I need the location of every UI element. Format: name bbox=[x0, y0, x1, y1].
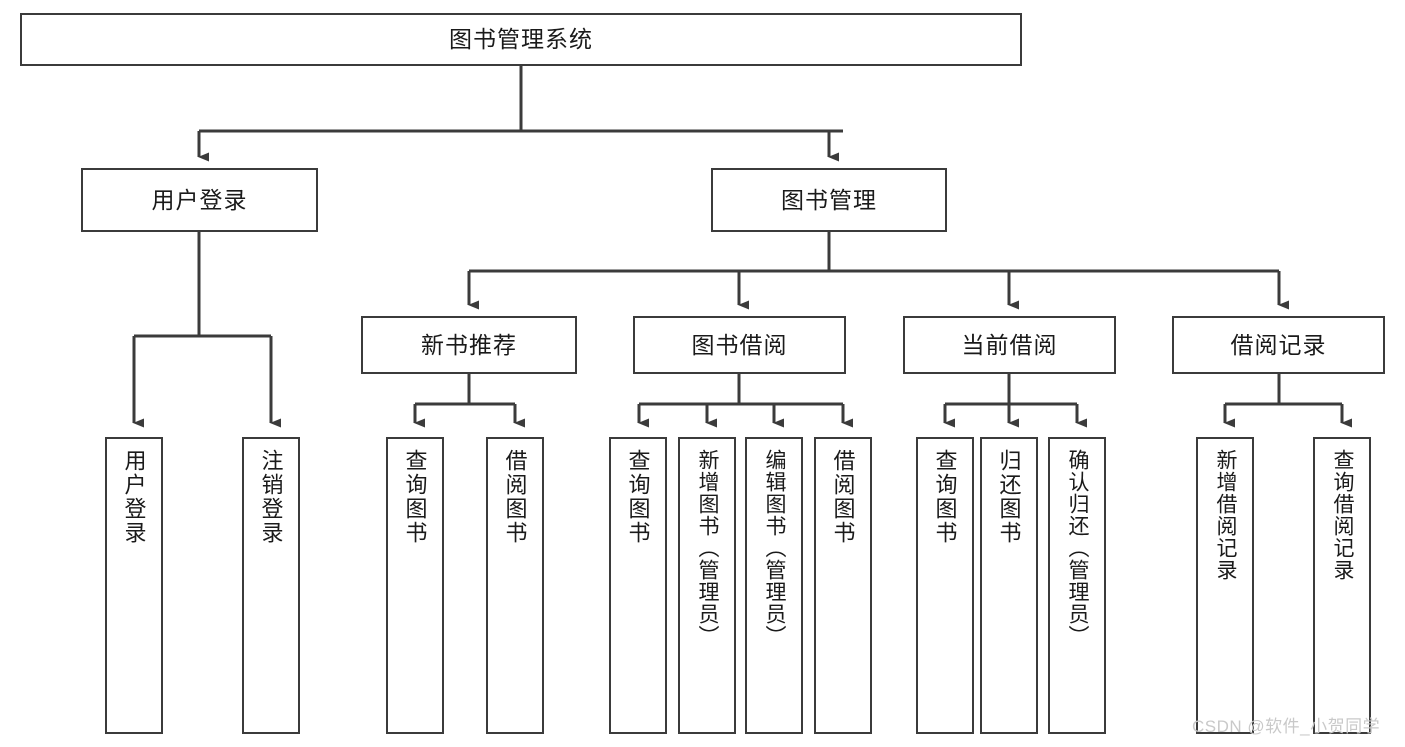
leaf-query-borrow-record[interactable]: 查询借阅记录 bbox=[1313, 437, 1371, 734]
node-label: 新书推荐 bbox=[421, 331, 517, 358]
node-label: 用户登录 bbox=[151, 186, 248, 213]
node-label: 归还图书 bbox=[996, 449, 1022, 545]
node-label: 当前借阅 bbox=[961, 331, 1058, 358]
node-label: 图书管理 bbox=[781, 186, 877, 213]
node-label: 查询图书 bbox=[932, 449, 958, 545]
node-label: 借阅记录 bbox=[1230, 331, 1327, 358]
node-label: 新增图书（管理员） bbox=[696, 449, 720, 647]
leaf-borrow-book-recommend[interactable]: 借阅图书 bbox=[486, 437, 544, 734]
leaf-user-login[interactable]: 用户登录 bbox=[105, 437, 163, 734]
node-label: 用户登录 bbox=[121, 449, 147, 545]
node-book-management[interactable]: 图书管理 bbox=[711, 168, 947, 232]
node-label: 图书管理系统 bbox=[449, 26, 593, 53]
node-label: 查询图书 bbox=[402, 449, 428, 545]
node-new-book-recommend[interactable]: 新书推荐 bbox=[361, 316, 577, 374]
leaf-query-book-current[interactable]: 查询图书 bbox=[916, 437, 974, 734]
node-borrow-records[interactable]: 借阅记录 bbox=[1172, 316, 1385, 374]
node-label: 图书借阅 bbox=[691, 331, 788, 358]
node-current-borrow[interactable]: 当前借阅 bbox=[903, 316, 1116, 374]
node-label: 借阅图书 bbox=[502, 449, 528, 545]
leaf-add-book-admin[interactable]: 新增图书（管理员） bbox=[678, 437, 736, 734]
leaf-return-book[interactable]: 归还图书 bbox=[980, 437, 1038, 734]
node-user-login[interactable]: 用户登录 bbox=[81, 168, 318, 232]
node-label: 借阅图书 bbox=[830, 449, 856, 545]
node-label: 查询借阅记录 bbox=[1331, 449, 1355, 581]
node-book-borrow[interactable]: 图书借阅 bbox=[633, 316, 846, 374]
node-label: 注销登录 bbox=[258, 449, 284, 545]
leaf-add-borrow-record[interactable]: 新增借阅记录 bbox=[1196, 437, 1254, 734]
node-label: 编辑图书（管理员） bbox=[763, 449, 787, 647]
node-label: 确认归还（管理员） bbox=[1066, 449, 1090, 647]
leaf-query-book-borrow[interactable]: 查询图书 bbox=[609, 437, 667, 734]
node-root-system[interactable]: 图书管理系统 bbox=[20, 13, 1022, 66]
leaf-borrow-book[interactable]: 借阅图书 bbox=[814, 437, 872, 734]
leaf-confirm-return-admin[interactable]: 确认归还（管理员） bbox=[1048, 437, 1106, 734]
node-label: 查询图书 bbox=[625, 449, 651, 545]
leaf-edit-book-admin[interactable]: 编辑图书（管理员） bbox=[745, 437, 803, 734]
leaf-query-book-recommend[interactable]: 查询图书 bbox=[386, 437, 444, 734]
leaf-logout-login[interactable]: 注销登录 bbox=[242, 437, 300, 734]
node-label: 新增借阅记录 bbox=[1214, 449, 1238, 581]
